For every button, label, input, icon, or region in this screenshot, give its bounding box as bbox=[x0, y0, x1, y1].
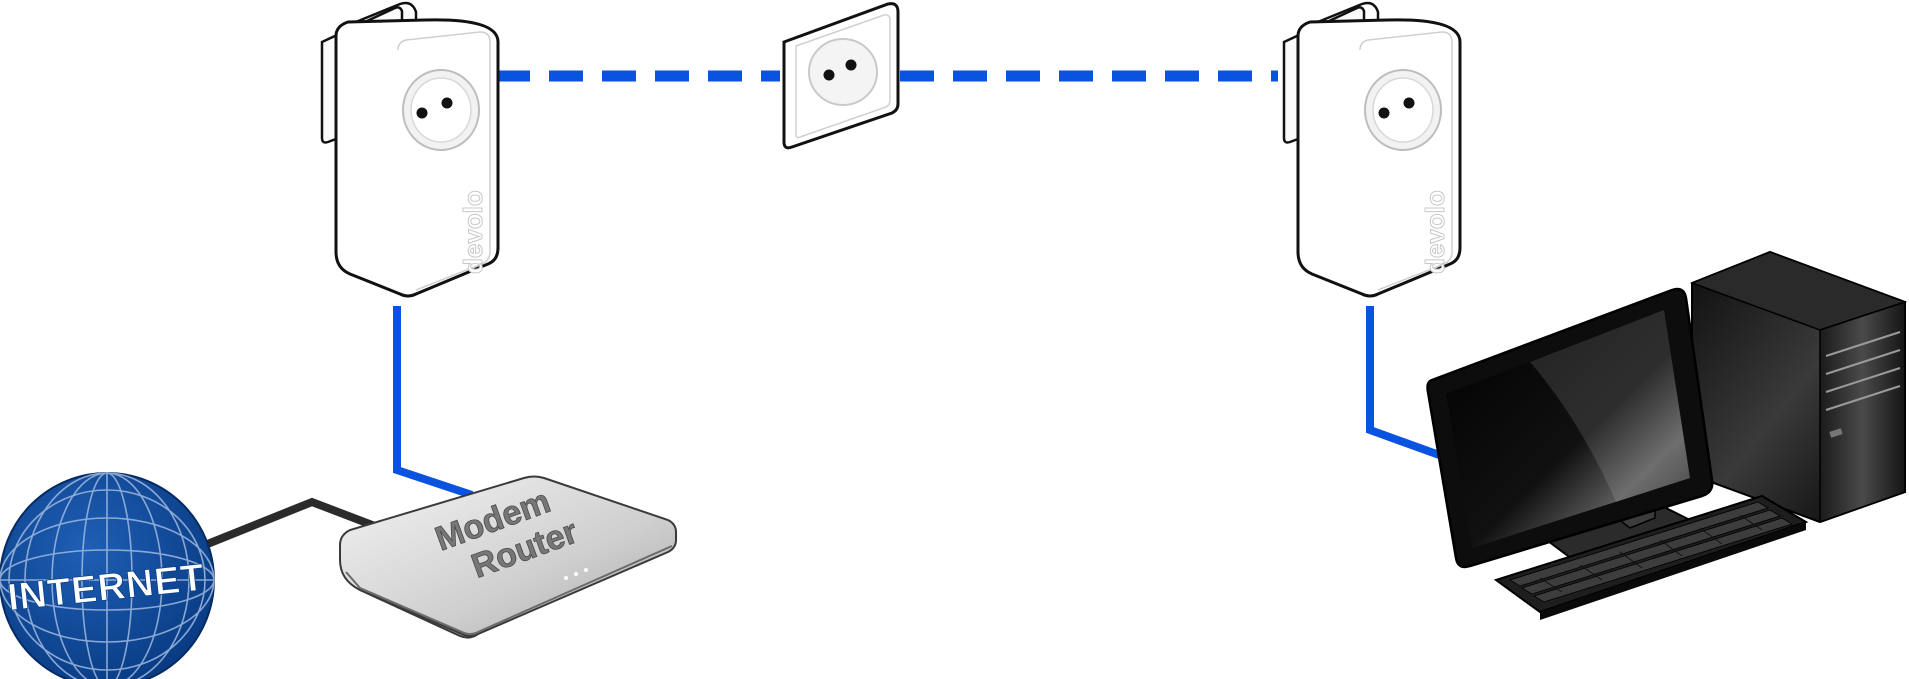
wan-cable bbox=[203, 497, 382, 549]
globe-icon: INTERNET bbox=[0, 472, 215, 679]
powerline-adapter-icon: devolo bbox=[1282, 1, 1462, 298]
adapter-brand-left: devolo bbox=[458, 190, 488, 274]
powerline-adapter-icon: devolo bbox=[320, 1, 500, 298]
router-icon: Modem Router bbox=[338, 475, 677, 639]
computer-tower-icon bbox=[1689, 250, 1908, 524]
keyboard-icon bbox=[1493, 494, 1809, 620]
ethernet-cable-right bbox=[1366, 306, 1444, 460]
adapter-brand-right: devolo bbox=[1420, 190, 1450, 274]
ethernet-cable-left bbox=[393, 306, 474, 499]
computer-monitor-icon bbox=[1426, 287, 1714, 569]
wall-socket-icon bbox=[782, 2, 900, 150]
